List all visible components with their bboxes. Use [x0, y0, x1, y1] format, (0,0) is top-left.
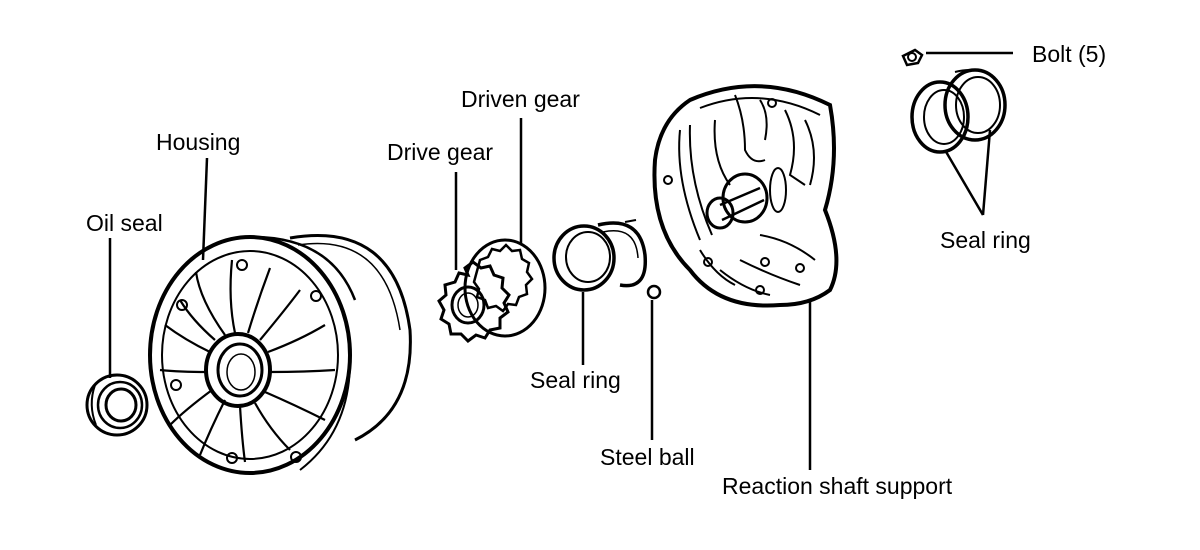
- label-oil-seal: Oil seal: [86, 210, 163, 236]
- label-bolt: Bolt (5): [1032, 41, 1107, 67]
- label-seal-ring-right: Seal ring: [940, 227, 1031, 253]
- seal-ring-right-part: [910, 68, 1007, 154]
- housing-part: [148, 233, 412, 475]
- steel-ball-part: [646, 284, 662, 300]
- label-housing: Housing: [156, 129, 241, 155]
- label-steel-ball: Steel ball: [600, 444, 695, 470]
- label-driven-gear: Driven gear: [461, 86, 580, 112]
- drive-gear-part: [437, 260, 511, 343]
- reaction-shaft-support-part: [652, 84, 839, 308]
- label-reaction-shaft-support: Reaction shaft support: [722, 473, 953, 499]
- label-seal-ring-center: Seal ring: [530, 367, 621, 393]
- leader-lines: [108, 51, 1013, 470]
- bolt-part: [901, 48, 924, 67]
- label-drive-gear: Drive gear: [387, 139, 494, 165]
- oil-seal-part: [85, 373, 149, 437]
- driven-gear-part: [463, 238, 547, 338]
- seal-ring-center-part: [552, 219, 648, 292]
